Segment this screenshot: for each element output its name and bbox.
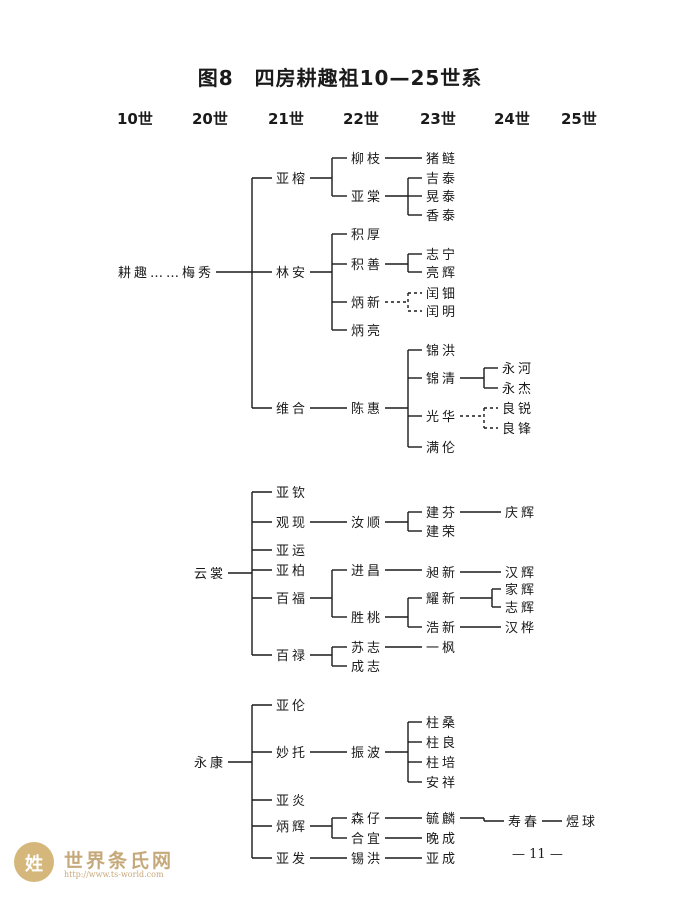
person-node: 亚发 bbox=[276, 851, 308, 867]
person-node: 亚运 bbox=[276, 544, 308, 559]
person-node: 锦洪 bbox=[426, 344, 458, 359]
person-node: 建荣 bbox=[426, 525, 458, 540]
person-node: 森仔 bbox=[351, 812, 383, 827]
page-number: — 11 — bbox=[512, 847, 563, 862]
person-node: 进昌 bbox=[351, 564, 383, 579]
person-node: 煜球 bbox=[566, 815, 598, 830]
person-node: 维合 bbox=[276, 402, 308, 417]
person-node: 家辉 bbox=[505, 582, 537, 598]
person-node: 永康 bbox=[194, 755, 226, 771]
person-node: 永杰 bbox=[502, 382, 534, 397]
person-node: 苏志 bbox=[351, 640, 383, 656]
generation-label: 23世 bbox=[420, 110, 456, 128]
person-node: 林安 bbox=[276, 266, 308, 281]
person-node: 建芬 bbox=[426, 506, 458, 521]
person-node: 柳枝 bbox=[351, 152, 383, 167]
person-node: 亚榕 bbox=[276, 172, 308, 187]
person-node: 亮辉 bbox=[426, 265, 458, 281]
watermark-site-name: 世界条氏网 bbox=[64, 850, 175, 872]
person-node: 良锋 bbox=[502, 421, 534, 437]
person-node: 妙托 bbox=[276, 746, 308, 761]
generation-label: 21世 bbox=[268, 110, 304, 128]
person-node: 猪鲢 bbox=[426, 151, 458, 167]
person-node: 志宁 bbox=[426, 247, 458, 263]
person-node: 庆辉 bbox=[505, 506, 537, 521]
generation-label: 10世 bbox=[117, 110, 153, 128]
person-node: 合宜 bbox=[351, 832, 383, 847]
person-node: 振波 bbox=[351, 746, 383, 761]
person-node: 炳新 bbox=[351, 295, 383, 311]
site-logo-icon: 姓 bbox=[14, 842, 54, 882]
person-node: 满伦 bbox=[426, 441, 458, 456]
person-node: 柱良 bbox=[426, 735, 458, 751]
person-node: 安祥 bbox=[426, 776, 458, 791]
person-node: 炳辉 bbox=[276, 820, 308, 835]
generation-label: 22世 bbox=[343, 110, 379, 128]
diagram-title: 图8 四房耕趣祖10—25世系 bbox=[197, 66, 483, 90]
person-node: 晃泰 bbox=[426, 190, 458, 205]
person-node: 亚钦 bbox=[276, 486, 308, 501]
person-node: 志辉 bbox=[505, 601, 537, 616]
person-node: 亚棠 bbox=[351, 190, 383, 205]
generation-label: 20世 bbox=[192, 110, 228, 128]
person-node: 柱桑 bbox=[426, 716, 458, 731]
person-node: 陈惠 bbox=[351, 401, 383, 417]
person-node: 汝顺 bbox=[351, 516, 383, 531]
tree-connectors bbox=[216, 157, 562, 859]
person-node: 闰钿 bbox=[426, 287, 458, 302]
person-node: 锡洪 bbox=[351, 852, 383, 867]
person-node: 耕趣……梅秀 bbox=[118, 265, 214, 281]
person-node: 积善 bbox=[351, 257, 383, 273]
person-node: 香泰 bbox=[426, 209, 458, 224]
watermark-url: http://www.ts-world.com bbox=[64, 870, 164, 879]
person-node: 光华 bbox=[426, 410, 458, 425]
person-node: 吉泰 bbox=[426, 172, 458, 187]
person-node: 胜桃 bbox=[351, 611, 383, 626]
person-node: 永河 bbox=[502, 362, 534, 377]
person-node: 百福 bbox=[276, 592, 308, 607]
person-node: 耀新 bbox=[426, 591, 458, 607]
generation-label: 24世 bbox=[494, 110, 530, 128]
person-node: 云裳 bbox=[194, 566, 226, 582]
person-node: 观现 bbox=[276, 516, 308, 531]
person-node: 锦清 bbox=[426, 372, 458, 387]
generation-label: 25世 bbox=[561, 110, 597, 128]
person-node: 昶新 bbox=[426, 565, 458, 581]
person-node: 闰明 bbox=[426, 305, 458, 320]
person-node: 汉辉 bbox=[505, 566, 537, 581]
person-node: 浩新 bbox=[426, 620, 458, 636]
person-node: 晚成 bbox=[426, 832, 458, 847]
person-node: 亚柏 bbox=[276, 564, 308, 579]
person-node: 良锐 bbox=[502, 401, 534, 417]
person-node: 寿春 bbox=[508, 815, 540, 830]
person-node: 毓麟 bbox=[426, 811, 458, 827]
person-node: 炳亮 bbox=[351, 323, 383, 339]
person-node: 百禄 bbox=[276, 649, 308, 664]
person-node: 成志 bbox=[351, 660, 383, 675]
person-node: 亚成 bbox=[426, 852, 458, 867]
person-node: 亚伦 bbox=[276, 699, 308, 714]
person-node: 汉桦 bbox=[505, 621, 537, 636]
person-node: 柱培 bbox=[426, 755, 458, 771]
person-node: 积厚 bbox=[351, 228, 383, 243]
person-node: 亚炎 bbox=[276, 794, 308, 809]
person-node: 一枫 bbox=[426, 641, 458, 656]
